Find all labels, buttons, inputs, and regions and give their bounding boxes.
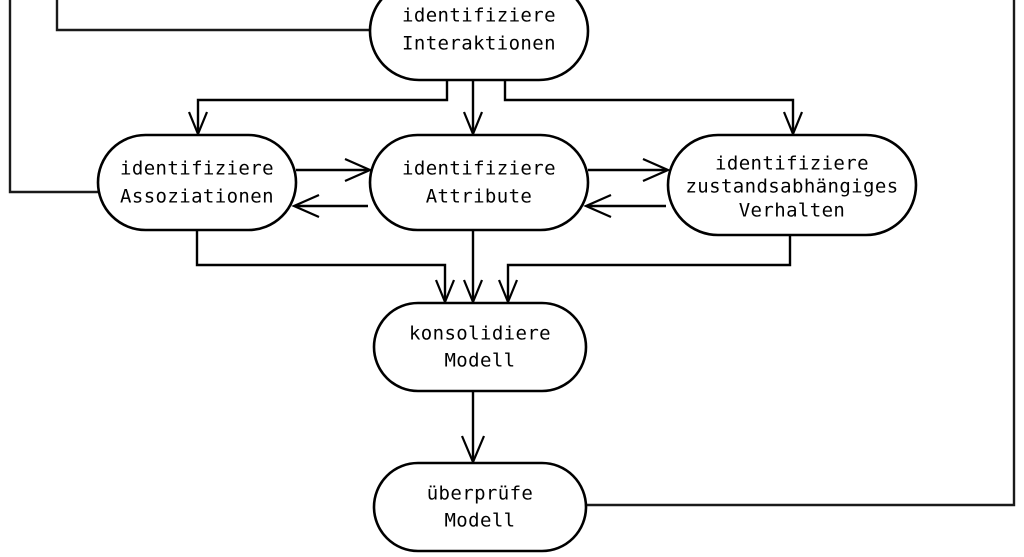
feedback-route-right <box>586 0 1016 507</box>
node-identifiziere-zustandsabhaengiges-verhalten[interactable]: identifiziere zustandsabhängiges Verhalt… <box>666 133 918 237</box>
edge-konsolidiere-to-ueberpruefe <box>460 391 486 465</box>
node-label-line1: identifiziere <box>120 158 274 180</box>
node-label-line1: identifiziere <box>402 5 556 27</box>
edge-interaktionen-to-verhalten <box>503 80 804 137</box>
node-label-line2: zustandsabhängiges <box>685 176 898 198</box>
node-label-line1: identifiziere <box>715 153 869 175</box>
node-ueberpruefe-modell[interactable]: überprüfe Modell <box>372 461 588 553</box>
edge-interaktionen-to-attribute <box>462 80 484 137</box>
feedback-route-left-inner <box>55 0 372 32</box>
node-label-line1: konsolidiere <box>409 323 551 345</box>
edge-attribute-to-konsolidiere <box>462 231 484 305</box>
edge-attribute-to-assoziationen <box>291 193 368 219</box>
feedback-route-left-outer <box>8 0 98 194</box>
node-identifiziere-interaktionen[interactable]: identifiziere Interaktionen <box>368 0 590 82</box>
edge-attribute-to-verhalten <box>588 157 671 183</box>
node-konsolidiere-modell[interactable]: konsolidiere Modell <box>372 301 588 393</box>
node-identifiziere-assoziationen[interactable]: identifiziere Assoziationen <box>96 133 298 232</box>
node-label-line2: Attribute <box>426 186 533 208</box>
node-identifiziere-attribute[interactable]: identifiziere Attribute <box>368 133 590 232</box>
node-label-line2: Assoziationen <box>120 186 274 208</box>
edge-verhalten-to-konsolidiere <box>497 236 792 305</box>
node-label-line3: Verhalten <box>739 200 846 222</box>
edge-assoziationen-to-konsolidiere <box>195 231 456 305</box>
node-label-line2: Modell <box>444 510 515 532</box>
edge-interaktionen-to-assoziationen <box>187 80 449 137</box>
node-label-line2: Modell <box>444 350 515 372</box>
edge-assoziationen-to-attribute <box>296 157 373 183</box>
node-label-line2: Interaktionen <box>402 33 556 55</box>
node-label-line1: überprüfe <box>427 483 534 505</box>
edge-verhalten-to-attribute <box>583 193 666 219</box>
node-label-line1: identifiziere <box>402 158 556 180</box>
